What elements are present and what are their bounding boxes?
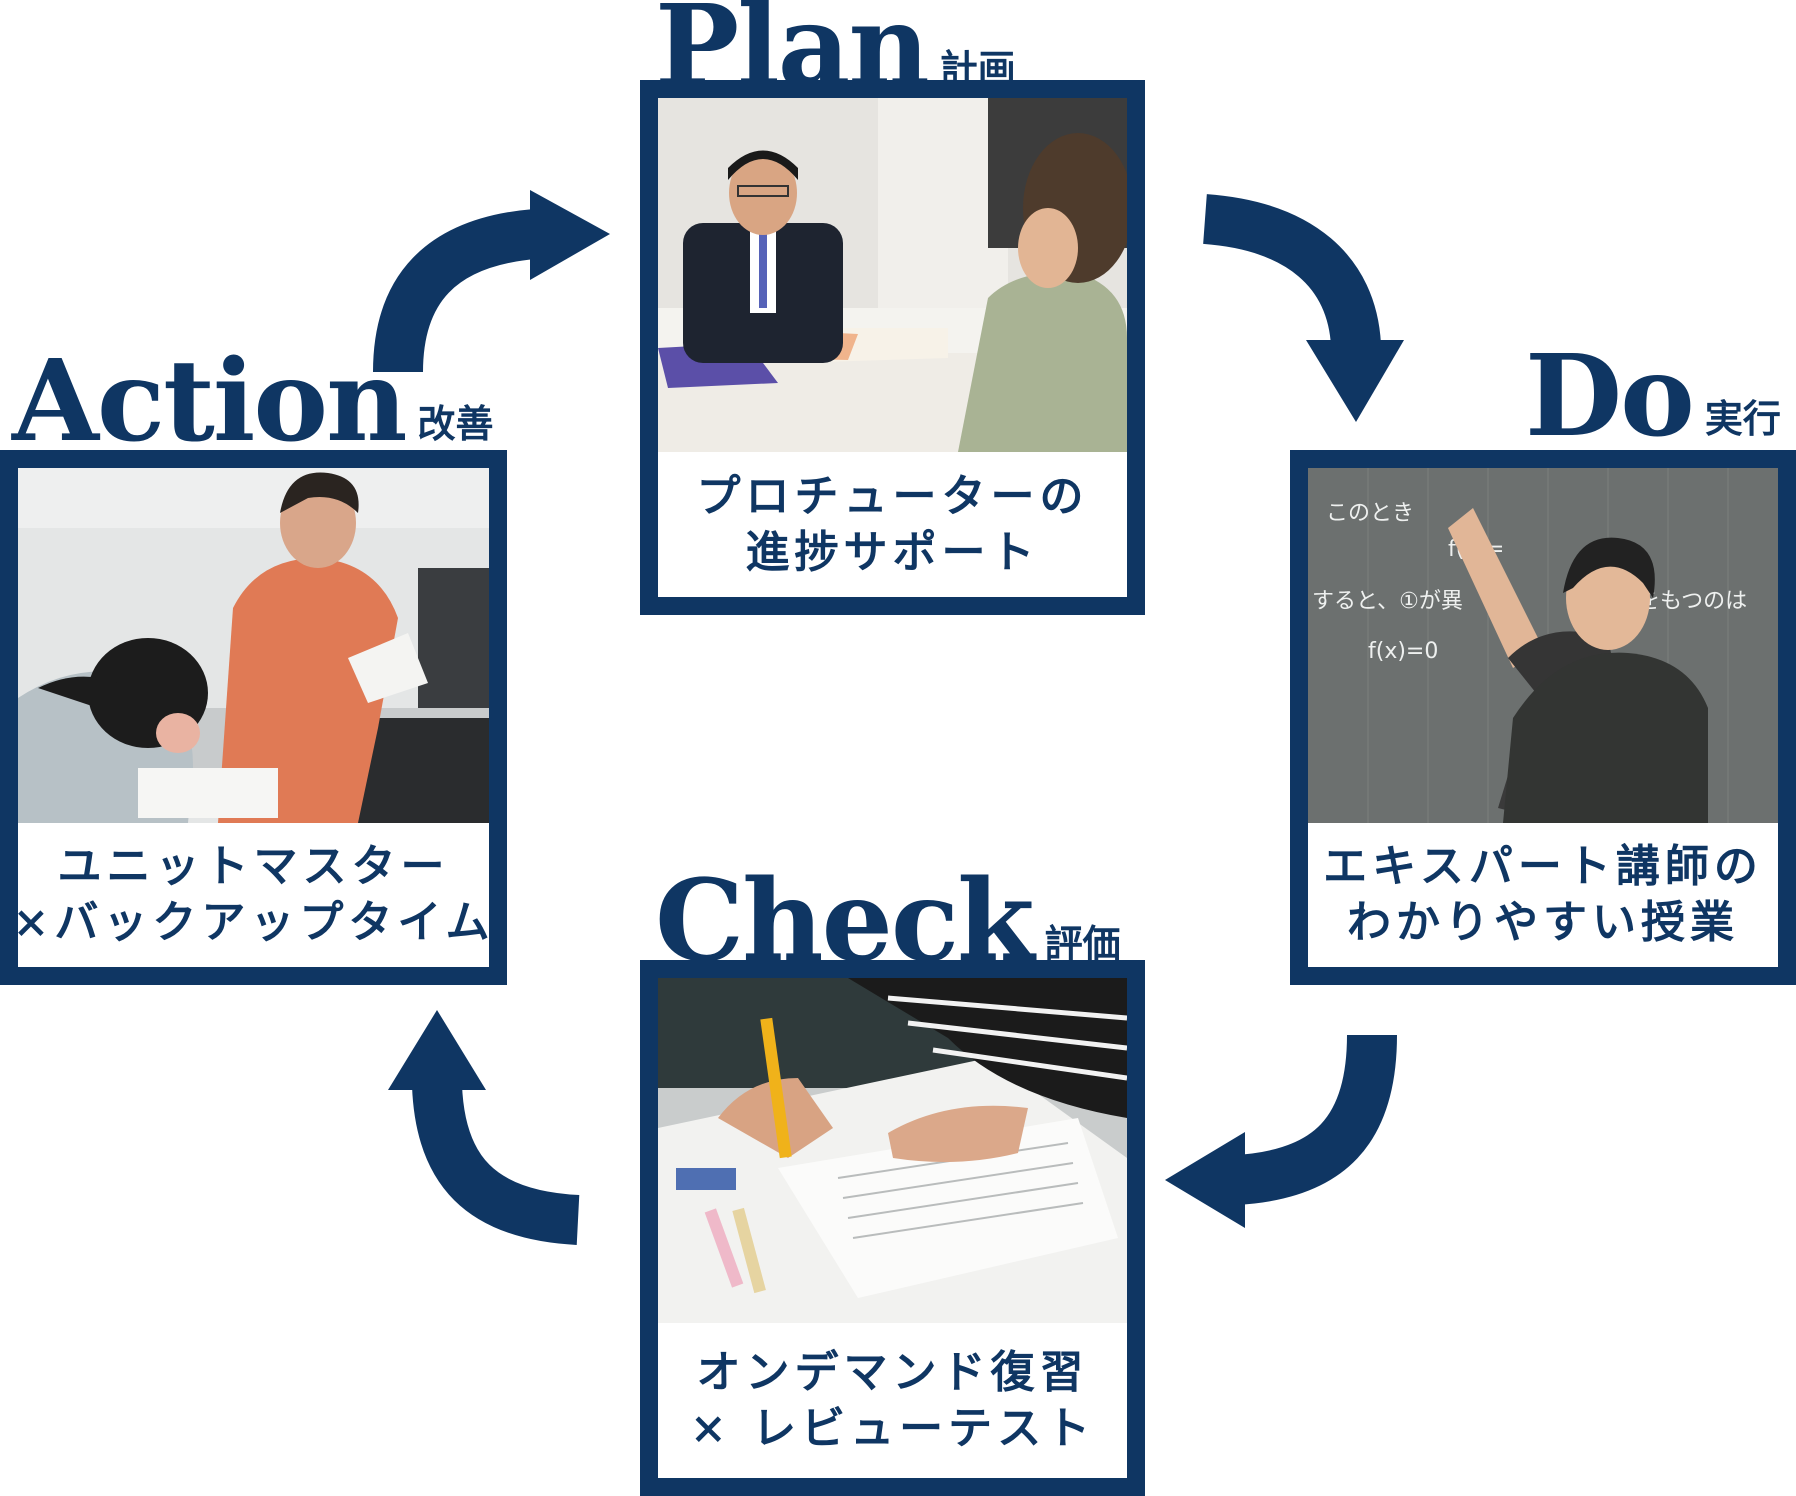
check-title-ja: 評価 <box>1044 922 1121 966</box>
action-caption-text: ユニットマスター ×バックアップタイム <box>13 839 495 951</box>
board-text-4: をもつのは <box>1638 589 1747 614</box>
plan-card: プロチューターの 進捗サポート <box>640 80 1145 615</box>
plan-photo <box>658 98 1127 452</box>
action-card: ユニットマスター ×バックアップタイム <box>0 450 507 985</box>
do-title-en: Do <box>1525 331 1695 462</box>
do-photo-illustration: このとき f(x)= すると、①が異 をもつのは f(x)=0 <box>1308 468 1778 823</box>
action-caption-line-2: ×バックアップタイム <box>12 897 495 948</box>
check-caption-line-2: × レビューテスト <box>689 1402 1096 1454</box>
action-caption-line-1: ユニットマスター <box>57 841 450 892</box>
do-caption: エキスパート講師の わかりやすい授業 <box>1308 823 1778 967</box>
check-caption-text: オンデマンド復習 × レビューテスト <box>690 1345 1095 1457</box>
do-photo: このとき f(x)= すると、①が異 をもつのは f(x)=0 <box>1308 468 1778 823</box>
do-title-ja: 実行 <box>1704 397 1781 441</box>
arrow-plan-to-do <box>1202 194 1404 422</box>
check-title-en: Check <box>655 856 1035 987</box>
action-photo-illustration <box>18 468 489 823</box>
arrow-check-to-action <box>388 1010 580 1245</box>
plan-caption-line-2: 進捗サポート <box>745 526 1040 578</box>
board-text-1: このとき <box>1326 501 1414 526</box>
do-caption-line-2: わかりやすい授業 <box>1347 897 1739 948</box>
board-text-3: すると、①が異 <box>1312 589 1463 614</box>
check-photo-illustration <box>658 978 1127 1323</box>
plan-caption-text: プロチューターの 進捗サポート <box>697 469 1089 581</box>
arrow-do-to-check <box>1165 1034 1397 1228</box>
check-heading: Check 評価 <box>655 856 1121 987</box>
plan-photo-illustration <box>658 98 1127 452</box>
action-caption: ユニットマスター ×バックアップタイム <box>13 823 490 967</box>
check-card: オンデマンド復習 × レビューテスト <box>640 960 1145 1496</box>
board-text-5: f(x)=0 <box>1368 639 1438 664</box>
arrow-action-to-plan <box>373 190 610 373</box>
check-caption: オンデマンド復習 × レビューテスト <box>658 1323 1127 1478</box>
do-caption-text: エキスパート講師の わかりやすい授業 <box>1323 839 1763 951</box>
action-title-en: Action <box>12 336 408 467</box>
check-caption-line-1: オンデマンド復習 <box>696 1346 1089 1398</box>
do-heading: Do 実行 <box>1525 331 1781 462</box>
check-photo <box>658 978 1127 1323</box>
do-card: このとき f(x)= すると、①が異 をもつのは f(x)=0 エキスパート講師… <box>1290 450 1796 985</box>
plan-caption: プロチューターの 進捗サポート <box>658 452 1127 597</box>
plan-caption-line-1: プロチューターの <box>696 470 1089 522</box>
action-photo <box>18 468 489 823</box>
do-caption-line-1: エキスパート講師の <box>1323 841 1763 892</box>
action-title-ja: 改善 <box>417 402 494 446</box>
action-heading: Action 改善 <box>12 336 494 467</box>
